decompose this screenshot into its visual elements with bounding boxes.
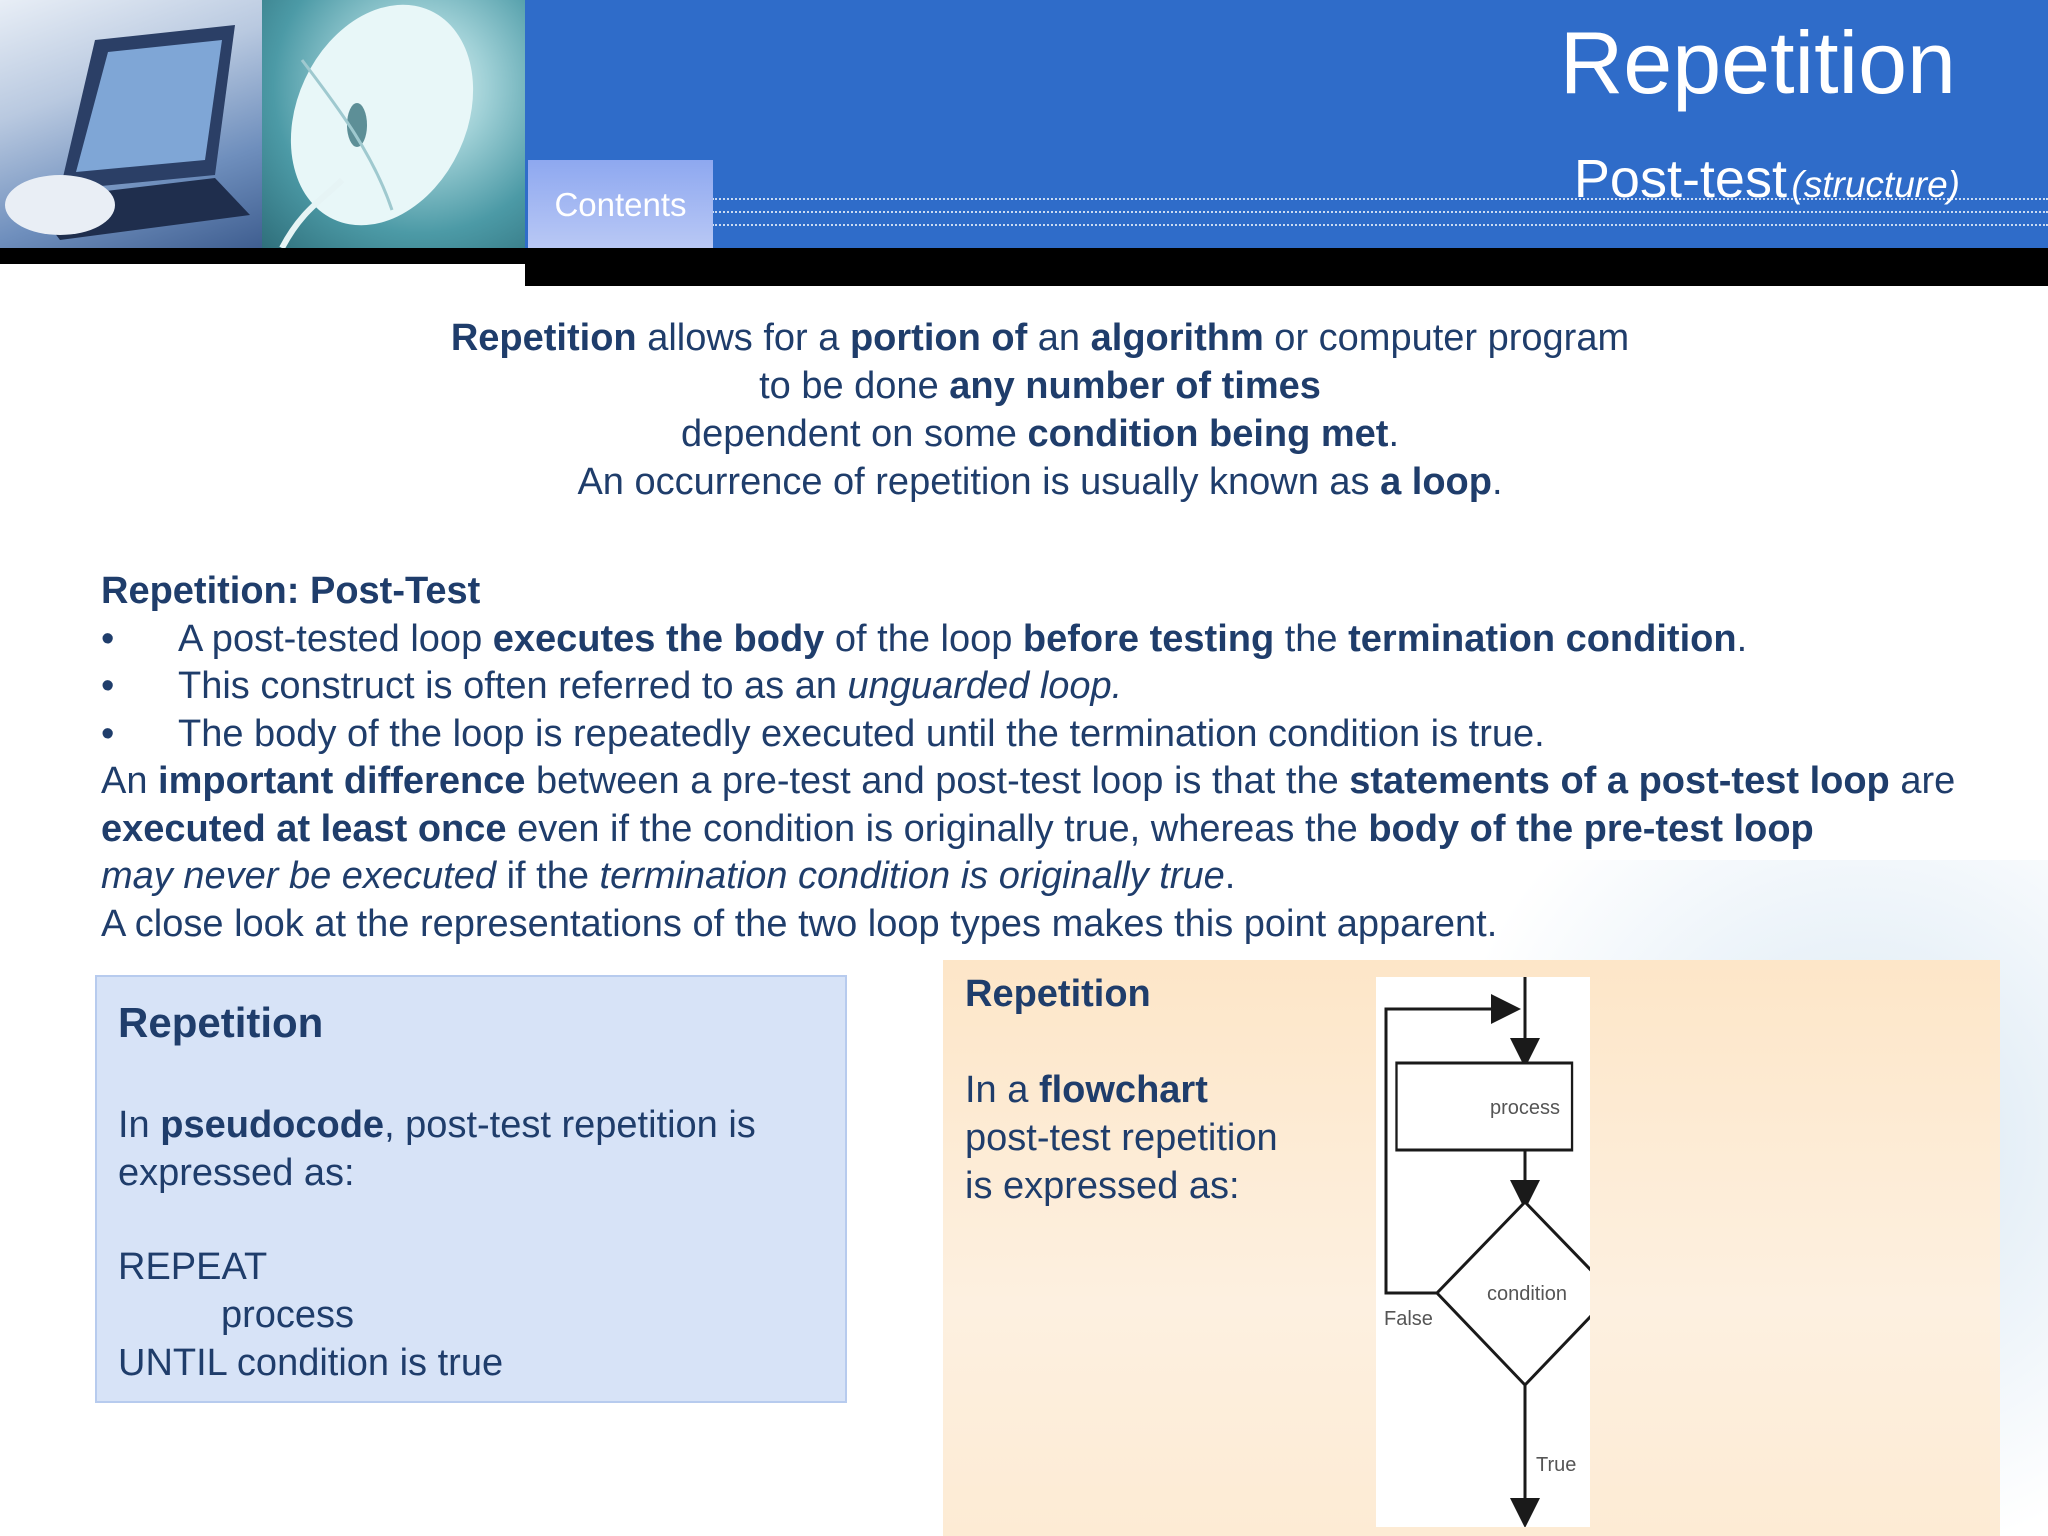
- contents-tab[interactable]: Contents: [528, 160, 713, 248]
- header-dotted-line: [712, 198, 2048, 200]
- flowchart-description-line: post-test repetition: [965, 1117, 1278, 1159]
- subtitle-paren: (structure): [1791, 164, 1960, 205]
- text: In a: [965, 1069, 1039, 1111]
- italic-text: termination condition is originally true: [599, 855, 1225, 897]
- bullet-dot: •: [101, 617, 115, 660]
- bold-text: executes the body: [492, 617, 825, 660]
- bold-text: before testing: [1022, 617, 1275, 660]
- bullet-item: • The body of the loop is repeatedly exec…: [101, 711, 2021, 759]
- intro-text: Repetition allows for a portion of an al…: [240, 314, 1840, 506]
- text: .: [1388, 413, 1400, 455]
- text: .: [1491, 461, 1503, 503]
- bold-text: executed at least once: [101, 807, 507, 850]
- subtitle-main: Post-test: [1573, 149, 1787, 209]
- bold-text: a loop: [1380, 461, 1492, 503]
- code-line: UNTIL condition is true: [118, 1342, 504, 1384]
- bold-text: statements of a post-test loop: [1349, 760, 1890, 802]
- text: or computer program: [1263, 317, 1630, 359]
- code-line: process: [221, 1294, 355, 1336]
- text: between a pre-test and post-test loop is…: [525, 760, 1350, 802]
- process-box: [1395, 1061, 1574, 1152]
- flowchart-text: Repetition In a flowchart post-test repe…: [965, 970, 1305, 1210]
- flowchart-panel-title: Repetition: [965, 973, 1151, 1015]
- text: In: [118, 1104, 161, 1146]
- false-label: False: [1384, 1308, 1433, 1330]
- intro-line: dependent on some condition being met.: [240, 410, 1840, 458]
- text: the: [1274, 617, 1349, 660]
- text: are: [1889, 760, 1956, 802]
- flowchart-panel: Repetition In a flowchart post-test repe…: [943, 960, 2000, 1536]
- header-photo-strip: [0, 0, 525, 248]
- true-label: True: [1536, 1454, 1576, 1476]
- bold-text: Repetition: [450, 317, 637, 359]
- process-label: process: [1490, 1097, 1560, 1119]
- section-heading: Repetition: Post-Test: [101, 568, 2021, 616]
- bullet-item: • A post-tested loop executes the body of…: [101, 616, 2021, 664]
- pseudocode-box: Repetition In pseudocode, post-test repe…: [95, 975, 847, 1403]
- intro-line: Repetition allows for a portion of an al…: [240, 314, 1840, 362]
- text: of the loop: [824, 617, 1023, 660]
- text: to be done: [759, 365, 950, 407]
- pseudocode-description: In pseudocode, post-test repetition is e…: [118, 1101, 845, 1197]
- text: A post-tested loop: [178, 617, 493, 660]
- false-loop-arrow: [1384, 994, 1521, 1295]
- italic-text: unguarded loop.: [847, 665, 1123, 707]
- text: The body of the loop is repeatedly execu…: [178, 712, 1545, 755]
- header-white-gap: [0, 264, 525, 286]
- text: An: [101, 760, 159, 802]
- text: if the: [496, 855, 600, 897]
- italic-text: may never be executed: [101, 855, 497, 897]
- difference-paragraph: An important difference between a pre-te…: [101, 758, 2021, 901]
- text: This construct is often referred to as a…: [178, 665, 848, 707]
- text: dependent on some: [680, 413, 1028, 455]
- bullet-item: • This construct is often referred to as …: [101, 663, 2021, 711]
- condition-label: condition: [1487, 1283, 1567, 1305]
- text: allows for a: [636, 317, 850, 359]
- intro-line: An occurrence of repetition is usually k…: [240, 458, 1840, 506]
- header-black-tab: [525, 248, 2048, 286]
- slide-subtitle: Post-test (structure): [1574, 148, 1960, 210]
- closing-line: A close look at the representations of t…: [101, 902, 1498, 945]
- bold-text: algorithm: [1090, 317, 1264, 359]
- mouse-photo: [262, 0, 525, 248]
- text: even if the condition is originally true…: [506, 807, 1369, 850]
- text: .: [1224, 855, 1236, 897]
- header-bar: [525, 0, 2048, 248]
- bold-text: termination condition: [1348, 617, 1737, 660]
- flowchart-diagram: process condition False True: [1376, 977, 1590, 1527]
- text: , post-test repetition is expressed as:: [118, 1104, 756, 1194]
- post-test-section: Repetition: Post-Test • A post-tested loo…: [101, 568, 2021, 948]
- bullet-dot: •: [101, 712, 115, 755]
- laptop-photo: [0, 0, 262, 248]
- flowchart-description: In a flowchart: [965, 1066, 1305, 1114]
- pseudocode-box-title: Repetition: [118, 999, 324, 1046]
- slide-title: Repetition: [1559, 13, 1956, 112]
- header-dotted-line: [712, 211, 2048, 213]
- bullet-dot: •: [101, 665, 115, 707]
- text: an: [1027, 317, 1091, 359]
- text: .: [1736, 617, 1748, 660]
- bold-text: condition being met: [1027, 413, 1389, 455]
- pseudocode-block: REPEAT process UNTIL condition is true: [118, 1243, 845, 1387]
- text: An occurrence of repetition is usually k…: [577, 461, 1381, 503]
- flowchart-svg: process condition False True: [1384, 977, 1590, 1527]
- intro-line: to be done any number of times: [240, 362, 1840, 410]
- bold-text: important difference: [158, 760, 526, 802]
- bold-text: portion of: [849, 317, 1028, 359]
- bold-text: pseudocode: [160, 1104, 385, 1146]
- flowchart-description-line: is expressed as:: [965, 1165, 1240, 1207]
- bold-text: any number of times: [949, 365, 1321, 407]
- bold-text: Repetition: Post-Test: [101, 570, 481, 612]
- header-dotted-line: [712, 224, 2048, 226]
- code-line: REPEAT: [118, 1246, 268, 1288]
- bold-text: body of the pre-test loop: [1368, 807, 1814, 850]
- bold-text: flowchart: [1038, 1069, 1208, 1111]
